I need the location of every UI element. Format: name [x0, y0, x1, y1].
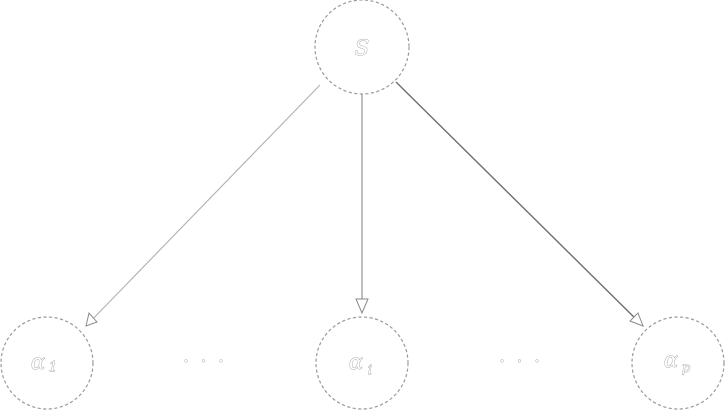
- node-alpha-p-subscript: p: [682, 361, 691, 376]
- node-alpha-p: α p: [631, 316, 725, 410]
- edges: [85, 81, 644, 327]
- node-alpha-p-label: α: [664, 348, 678, 372]
- node-alpha-1: α 1: [0, 316, 94, 410]
- node-alpha-i-label: α: [349, 350, 363, 374]
- node-alpha-1-circle: [0, 316, 94, 410]
- node-alpha-1-label: α: [31, 350, 45, 374]
- node-alpha-i: α i: [315, 316, 409, 410]
- node-root-circle: [314, 0, 410, 95]
- arrowhead-alpha-i: [355, 298, 369, 315]
- arrowhead-alpha-1: [85, 311, 98, 327]
- node-alpha-1-subscript: 1: [49, 360, 57, 375]
- node-alpha-p-circle: [631, 316, 725, 410]
- node-root: S: [314, 0, 410, 95]
- edge-s-to-alpha-1: [85, 84, 321, 327]
- node-root-label: S: [355, 36, 369, 60]
- arrowhead-alpha-p: [629, 312, 644, 327]
- node-alpha-i-subscript: i: [368, 363, 372, 378]
- node-alpha-i-circle: [315, 316, 409, 410]
- ellipsis-left: · · ·: [183, 351, 227, 372]
- edge-s-to-alpha-p: [395, 81, 644, 327]
- ellipsis-right: · · ·: [499, 351, 543, 372]
